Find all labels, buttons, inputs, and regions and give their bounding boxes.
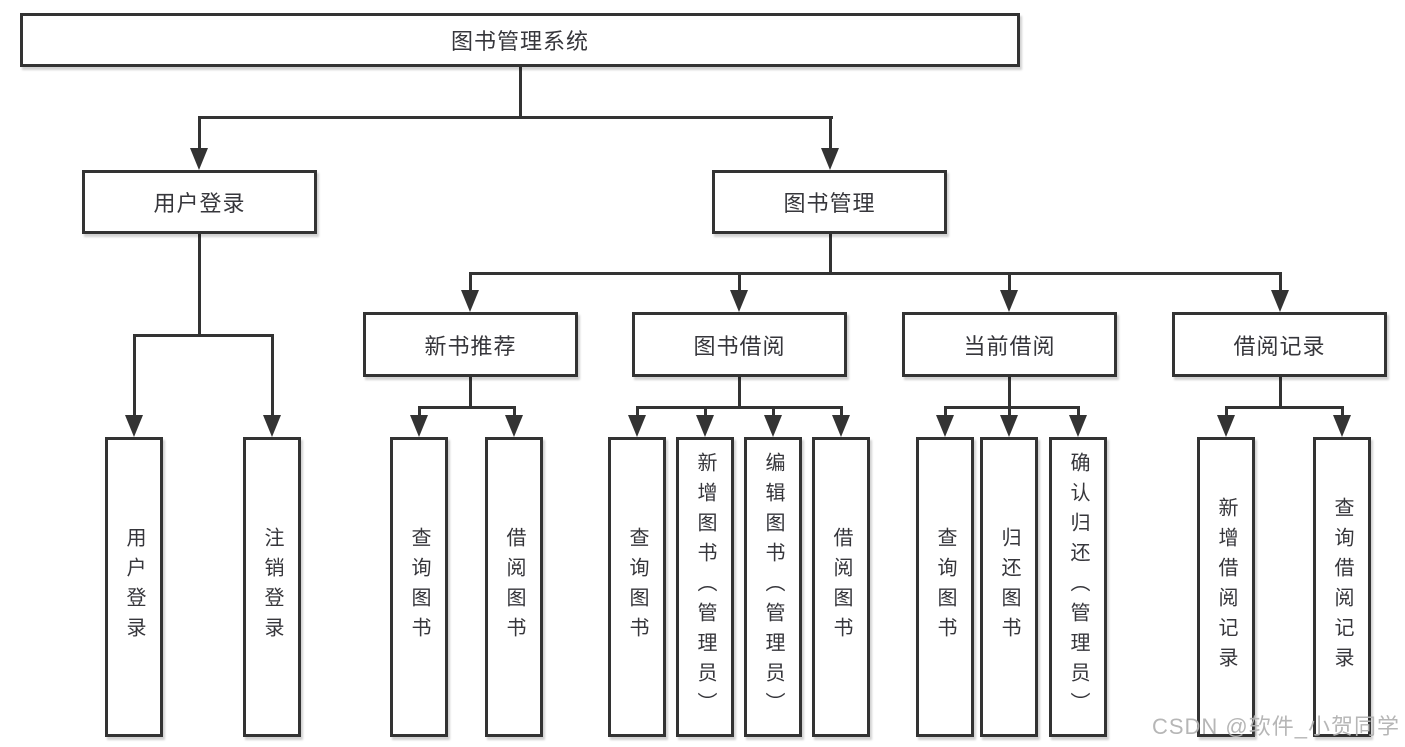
node-borrowing-records: 借阅记录 <box>1172 312 1387 377</box>
connector <box>198 234 201 337</box>
leaf-borrow-books-recommend: 借阅图书 <box>485 437 543 737</box>
leaf-label: 归还图书 <box>998 527 1020 647</box>
connector <box>1341 406 1344 417</box>
leaf-user-login: 用户登录 <box>105 437 163 737</box>
connector <box>513 406 516 417</box>
node-book-borrowing: 图书借阅 <box>632 312 847 377</box>
arrowhead-down-icon <box>696 415 714 437</box>
connector <box>636 406 842 409</box>
arrowhead-down-icon <box>125 415 143 437</box>
arrowhead-down-icon <box>832 415 850 437</box>
arrowhead-down-icon <box>410 415 428 437</box>
leaf-label: 确认归还（管理员） <box>1067 452 1089 722</box>
connector <box>1225 406 1228 417</box>
node-library-management-system: 图书管理系统 <box>20 13 1020 67</box>
arrowhead-down-icon <box>1000 290 1018 312</box>
connector <box>1008 272 1011 292</box>
node-new-book-recommendation: 新书推荐 <box>363 312 578 377</box>
connector <box>738 377 741 409</box>
leaf-label: 新增借阅记录 <box>1215 497 1237 677</box>
connector <box>418 406 516 409</box>
arrowhead-down-icon <box>461 290 479 312</box>
leaf-add-borrow-record: 新增借阅记录 <box>1197 437 1255 737</box>
leaf-borrow-book: 借阅图书 <box>812 437 870 737</box>
leaf-confirm-return-admin: 确认归还（管理员） <box>1049 437 1107 737</box>
connector <box>840 406 843 417</box>
connector <box>738 272 741 292</box>
leaf-label: 新增图书（管理员） <box>694 452 716 722</box>
connector <box>1279 272 1282 292</box>
leaf-logout: 注销登录 <box>243 437 301 737</box>
leaf-label: 查询图书 <box>408 527 430 647</box>
connector <box>198 116 833 119</box>
arrowhead-down-icon <box>628 415 646 437</box>
arrowhead-down-icon <box>1333 415 1351 437</box>
leaf-query-books-recommend: 查询图书 <box>390 437 448 737</box>
connector <box>829 116 832 150</box>
arrowhead-down-icon <box>1271 290 1289 312</box>
connector <box>469 272 1281 275</box>
connector <box>1008 377 1011 409</box>
leaf-return-book: 归还图书 <box>980 437 1038 737</box>
arrowhead-down-icon <box>936 415 954 437</box>
leaf-query-books-borrow: 查询图书 <box>608 437 666 737</box>
arrowhead-down-icon <box>190 148 208 170</box>
leaf-label: 注销登录 <box>261 527 283 647</box>
connector <box>418 406 421 417</box>
leaf-label: 查询借阅记录 <box>1331 497 1353 677</box>
connector <box>1077 406 1080 417</box>
connector <box>198 116 201 150</box>
connector <box>1279 377 1282 409</box>
arrowhead-down-icon <box>1069 415 1087 437</box>
connector <box>772 406 775 417</box>
connector <box>944 406 947 417</box>
leaf-query-borrow-record: 查询借阅记录 <box>1313 437 1371 737</box>
connector <box>944 406 1079 409</box>
leaf-label: 用户登录 <box>123 527 145 647</box>
leaf-add-book-admin: 新增图书（管理员） <box>676 437 734 737</box>
leaf-label: 查询图书 <box>934 527 956 647</box>
leaf-edit-book-admin: 编辑图书（管理员） <box>744 437 802 737</box>
connector <box>271 334 274 417</box>
leaf-label: 编辑图书（管理员） <box>762 452 784 722</box>
connector <box>1008 406 1011 417</box>
connector <box>133 334 136 417</box>
arrowhead-down-icon <box>1000 415 1018 437</box>
arrowhead-down-icon <box>764 415 782 437</box>
arrowhead-down-icon <box>821 148 839 170</box>
node-current-borrowing: 当前借阅 <box>902 312 1117 377</box>
connector <box>519 66 522 119</box>
node-book-management: 图书管理 <box>712 170 947 234</box>
arrowhead-down-icon <box>1217 415 1235 437</box>
csdn-watermark: CSDN @软件_小贺同学 <box>1151 714 1400 739</box>
arrowhead-down-icon <box>505 415 523 437</box>
arrowhead-down-icon <box>263 415 281 437</box>
connector <box>829 233 832 274</box>
leaf-label: 借阅图书 <box>503 527 525 647</box>
arrowhead-down-icon <box>730 290 748 312</box>
connector <box>1225 406 1343 409</box>
leaf-query-books-current: 查询图书 <box>916 437 974 737</box>
leaf-label: 借阅图书 <box>830 527 852 647</box>
node-user-login: 用户登录 <box>82 170 317 234</box>
connector <box>704 406 707 417</box>
connector <box>469 272 472 292</box>
connector <box>469 377 472 409</box>
connector <box>133 334 273 337</box>
leaf-label: 查询图书 <box>626 527 648 647</box>
connector <box>636 406 639 417</box>
